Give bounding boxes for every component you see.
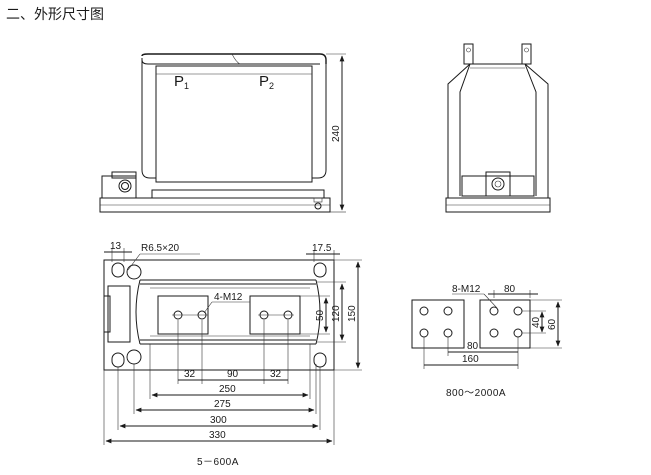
front-view: P 1 P 2 240 [99, 53, 346, 213]
dim-300: 300 [210, 415, 227, 426]
side-view [445, 43, 551, 213]
dim-275: 275 [214, 399, 231, 410]
p1-label: P [174, 73, 184, 90]
section-heading: 二、外形尺寸图 [6, 7, 104, 23]
dim-40: 40 [531, 316, 542, 328]
dim-160: 160 [462, 354, 479, 365]
dim-90: 90 [227, 369, 239, 380]
dim-32-left: 32 [184, 369, 196, 380]
dim-250: 250 [219, 384, 236, 395]
dim-150: 150 [347, 305, 358, 322]
dim-17-5: 17.5 [312, 243, 332, 254]
dim-80-top: 80 [504, 284, 516, 295]
terminal-detail: 8-M12 80 40 60 80 160 800～2000A [411, 284, 562, 399]
dim-120: 120 [331, 305, 342, 322]
dim-60: 60 [547, 318, 558, 330]
dim-32-right: 32 [270, 369, 282, 380]
plan-caption: 5－600A [197, 457, 239, 468]
dim-330: 330 [209, 430, 226, 441]
dim-13: 13 [110, 241, 122, 252]
p2-label: P [259, 73, 269, 90]
p1-subscript: 1 [184, 81, 189, 91]
dim-8-m12: 8-M12 [452, 284, 481, 295]
dim-50: 50 [315, 309, 326, 321]
detail-caption: 800～2000A [446, 388, 506, 399]
dim-4-m12: 4-M12 [214, 292, 243, 303]
plan-view: 4-M12 13 R6.5×20 17.5 50 120 150 32 90 [103, 241, 362, 468]
dim-r6-5x20: R6.5×20 [141, 243, 180, 254]
p2-subscript: 2 [269, 81, 274, 91]
dim-height-240: 240 [331, 125, 342, 142]
dim-80-mid: 80 [467, 341, 479, 352]
